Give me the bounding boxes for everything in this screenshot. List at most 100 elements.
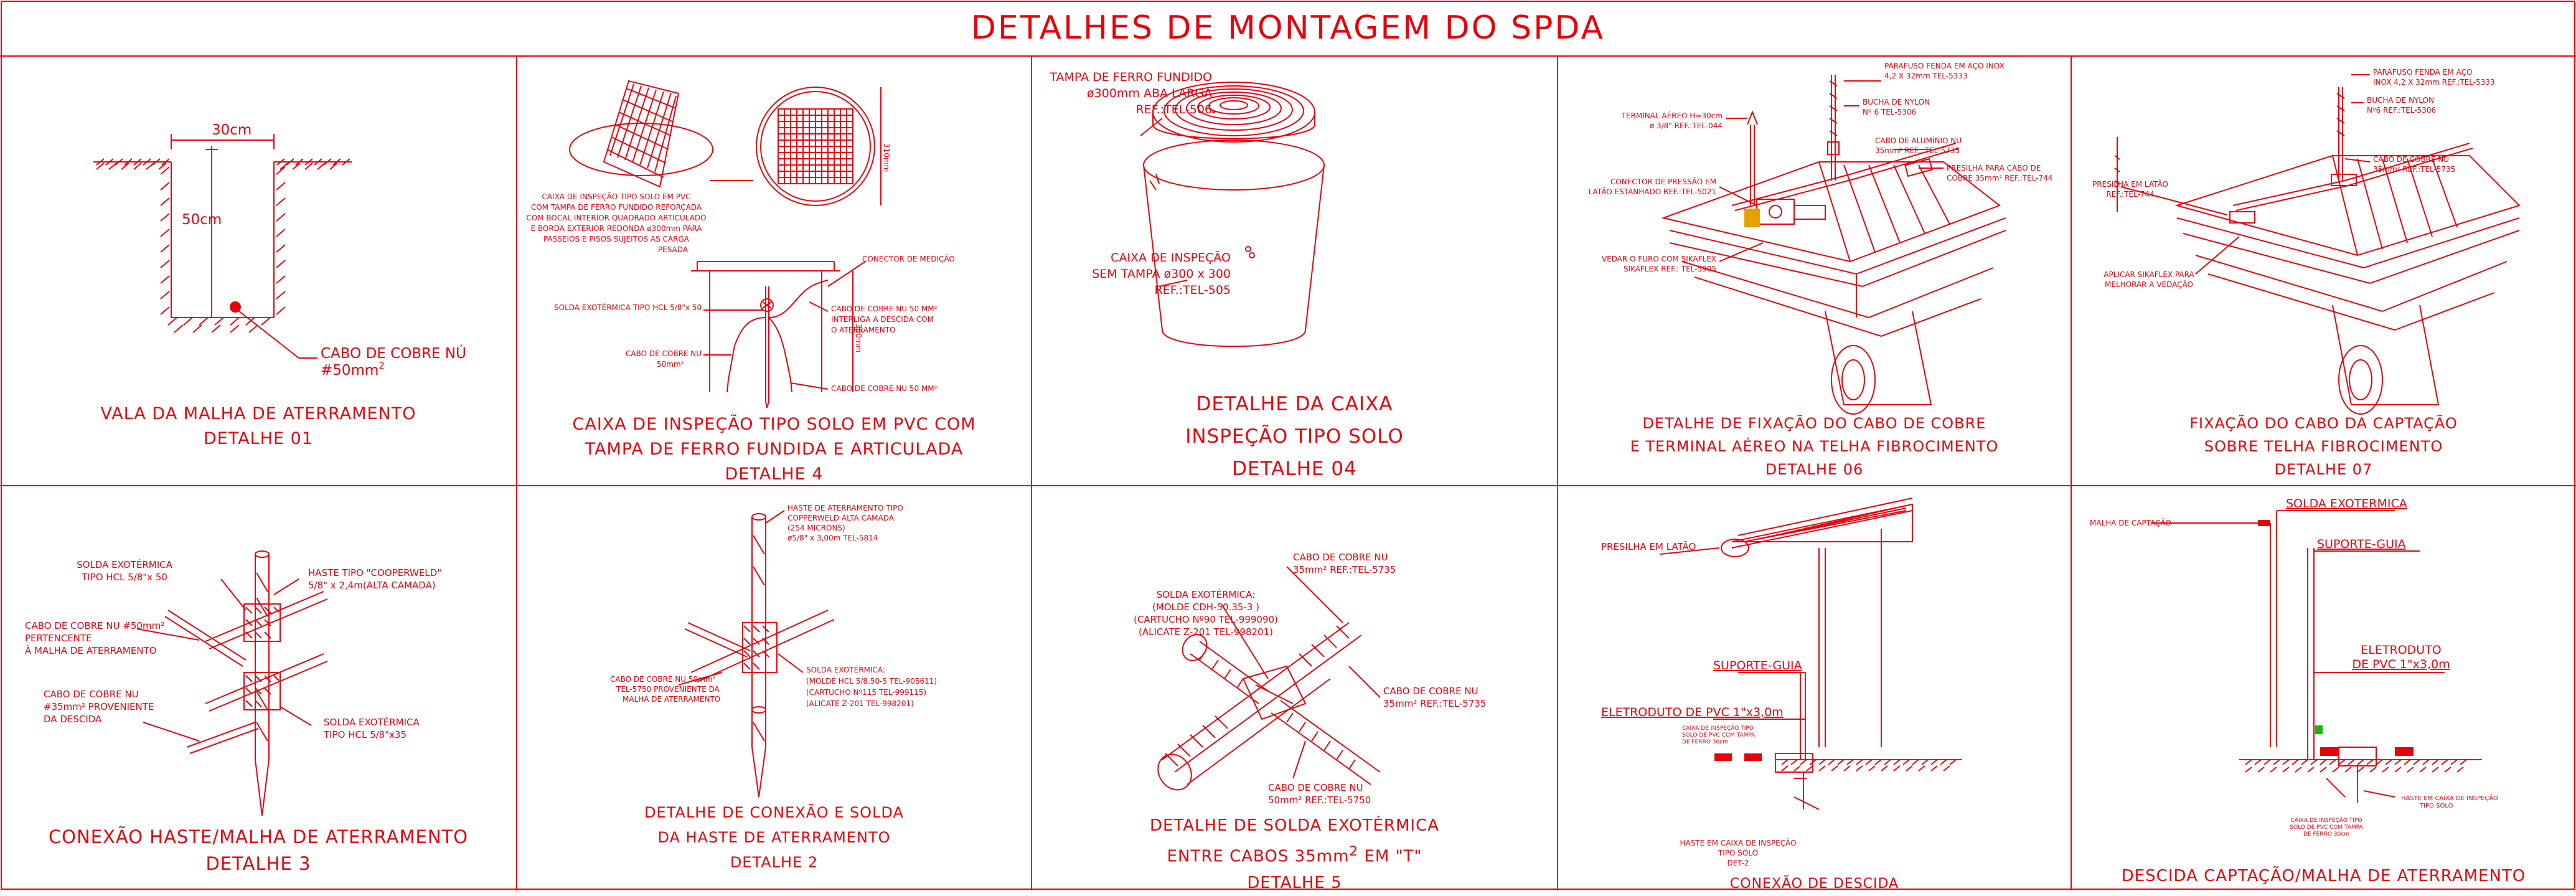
- caixa-small-line: SOLO DE PVC COM TAMPA: [2290, 824, 2363, 831]
- presilha-label-line: COBRE 35mm² REF.:TEL-744: [1947, 174, 2052, 182]
- cable-right-line: CABO DE COBRE NU 50 MM²: [831, 304, 938, 313]
- caixa-small-line: SOLO DE PVC COM TAMPA: [1682, 732, 1756, 738]
- mesh-cable-section: [2320, 747, 2339, 756]
- caption-line: DETALHE 07: [2274, 461, 2373, 478]
- panel-detalhe-4-caixa-pvc: 310mm 300mm CAIXA DE INSPEÇÃO TIPO SOLO …: [517, 56, 1032, 486]
- panel-detalhe-06: PARAFUSO FENDA EM AÇO INOX 4,2 X 32mm TE…: [1558, 56, 2071, 486]
- downconductor-drawing: PRESILHA EM LATÃO SUPORTE-GUIA ELETRODUT…: [1601, 486, 2071, 867]
- caption-line: INSPEÇÃO TIPO SOLO: [1185, 425, 1404, 448]
- roof-terminal-drawing: PARAFUSO FENDA EM AÇO INOX 4,2 X 32mm TE…: [1589, 62, 2052, 486]
- cable-left-line: 50mm²: [657, 360, 684, 369]
- haste-line: TIPO SOLO: [2419, 803, 2453, 809]
- suporte-label: SUPORTE-GUIA: [1713, 659, 1802, 672]
- terminal-label-line: ø 3/8" REF.:TEL-044: [1650, 121, 1723, 130]
- solda-label: SOLDA EXOTERMICA: [2286, 497, 2407, 511]
- caption-line: DETALHE 06: [1765, 461, 1864, 478]
- panel-conexao-descida: PRESILHA EM LATÃO SUPORTE-GUIA ELETRODUT…: [1558, 486, 2071, 892]
- haste-line: COPPERWELD ALTA CAMADA: [787, 514, 895, 522]
- eletroduto-line: DE PVC 1"x3,0m: [2352, 658, 2450, 671]
- caption-line: ENTRE CABOS 35mm2 EM "T": [1032, 839, 1558, 870]
- caption-detalhe-2: DETALHE DE CONEXÃO E SOLDA DA HASTE DE A…: [517, 800, 1032, 875]
- cabo-right-line: CABO DE COBRE NU: [1383, 686, 1478, 697]
- solda-line: (ALICATE Z-201 TEL-998201): [806, 699, 914, 708]
- solda-line: SOLDA EXOTÉRMICA:: [1157, 588, 1256, 600]
- conector-label-line: CONECTOR DE PRESSÃO EM: [1610, 177, 1716, 186]
- caption-line: SOBRE TELHA FIBROCIMENTO: [2204, 438, 2443, 455]
- cabo-top-line: 35mm² REF.:TEL-5735: [1293, 564, 1396, 575]
- cabo-descida-line: #35mm² PROVENIENTE: [44, 701, 154, 712]
- caption-line: DESCIDA CAPTAÇÃO/MALHA DE ATERRAMENTO: [2121, 867, 2526, 885]
- caption-text: EM "T": [1358, 847, 1422, 866]
- caption-line: DETALHE DE SOLDA EXOTÉRMICA: [1149, 816, 1440, 835]
- bucha-label-line: Nº 6 TEL-5306: [1863, 108, 1916, 116]
- conduit-end-marker: [2315, 725, 2323, 734]
- haste-line: (254 MICRONS): [787, 524, 845, 532]
- caption-line: CONEXÃO HASTE/MALHA DE ATERRAMENTO: [48, 826, 469, 847]
- presilha-label-line: REF.:TEL-744: [2106, 190, 2154, 199]
- vedar-label-line: SIKAFLEX REF.: TEL-5905: [1624, 265, 1716, 273]
- cabo-line: MALHA DE ATERRAMENTO: [623, 695, 720, 704]
- mesh-cable-section: [1714, 753, 1732, 761]
- cable-left-line: CABO DE COBRE NU: [626, 349, 702, 358]
- caption-line: CAIXA DE INSPEÇÃO TIPO SOLO EM PVC COM: [572, 415, 976, 434]
- lid-grid: [607, 84, 676, 177]
- caption-superscript: 2: [1349, 844, 1359, 859]
- haste-line: 5/8" x 2,4m(ALTA CAMADA): [308, 580, 436, 591]
- screw-label-line: 4,2 X 32mm TEL-5333: [1884, 72, 1968, 80]
- caption-line: FIXAÇÃO DO CABO DA CAPTAÇÃO: [2189, 415, 2458, 432]
- capture-mesh-section: [2258, 520, 2270, 526]
- lid-label-line: ø300mm ABA LARGA: [1087, 87, 1212, 100]
- caption-detalhe-5: DETALHE DE SOLDA EXOTÉRMICA ENTRE CABOS …: [1032, 813, 1558, 896]
- cable-bottom-label: CABO DE COBRE NU 50 MM²: [831, 384, 938, 393]
- cabo-label-line: 35mm² REF.:TEL-5735: [2373, 165, 2455, 174]
- haste-line: HASTE EM CAIXA DE INSPEÇÃO: [2401, 794, 2498, 802]
- caption-detalhe-01: VALA DA MALHA DE ATERRAMENTO DETALHE 01: [0, 402, 517, 451]
- cabo-label-line: CABO DE ALUMÍNIO NU: [1875, 136, 1962, 145]
- screw-label-line: PARAFUSO FENDA EM AÇO: [2373, 68, 2472, 77]
- screw-label-line: PARAFUSO FENDA EM AÇO INOX: [1884, 62, 2005, 70]
- cabo-malha-line: À MALHA DE ATERRAMENTO: [25, 644, 157, 656]
- sikaflex-marker: [1744, 209, 1760, 227]
- box-desc-line: COM BOCAL INTERIOR QUADRADO ARTICULADO: [526, 214, 706, 222]
- caption-line: TAMPA DE FERRO FUNDIDA E ARTICULADA: [585, 440, 964, 459]
- vedar-label-line: VEDAR O FURO COM SIKAFLEX: [1602, 255, 1716, 263]
- box-desc-line: PASSEIOS E PISOS SUJEITOS AS CARGA: [543, 235, 690, 243]
- sika-label-line: MELHORAR A VEDAÇÃO: [2105, 280, 2193, 289]
- solda-bottom-line: SOLDA EXOTÉRMICA: [324, 716, 420, 728]
- cabo-malha-line: PERTENCENTE: [25, 633, 92, 644]
- box-description: CAIXA DE INSPEÇÃO TIPO SOLO EM PVC COM T…: [526, 192, 706, 254]
- haste-line: HASTE TIPO "COOPERWELD": [308, 567, 441, 578]
- dim-lid-label: 310mm: [882, 143, 891, 172]
- bucha-label-line: Nº6 REF.:TEL-5306: [2367, 106, 2436, 115]
- panel-detalhe-3: SOLDA EXOTÉRMICA TIPO HCL 5/8"x 50 HASTE…: [0, 486, 517, 890]
- solda-top-line: SOLDA EXOTÉRMICA: [77, 559, 173, 570]
- cabo-line: TEL-5750 PROVENIENTE DA: [616, 685, 720, 694]
- box-label-line: REF.:TEL-505: [1154, 283, 1231, 297]
- inspection-box-drawing: TAMPA DE FERRO FUNDIDO ø300mm ABA LARGA …: [1049, 70, 1558, 486]
- caption-line: E TERMINAL AÉREO NA TELHA FIBROCIMENTO: [1630, 438, 1999, 455]
- caption-detalhe-4-caixa: CAIXA DE INSPEÇÃO TIPO SOLO EM PVC COM T…: [517, 412, 1032, 487]
- presilha-label-line: PRESILHA EM LATÃO: [2092, 179, 2168, 189]
- caption-line: DETALHE 01: [203, 429, 314, 448]
- caption-line: VALA DA MALHA DE ATERRAMENTO: [100, 404, 416, 423]
- cabo-top-line: CABO DE COBRE NU: [1293, 552, 1388, 563]
- dim-width-label: 30cm: [212, 122, 251, 138]
- cabo-bottom-line: CABO DE COBRE NU: [1268, 782, 1363, 793]
- caption-line: DETALHE 4: [725, 465, 824, 484]
- cable-right-line: O ATERRAMENTO: [831, 326, 896, 334]
- cabo-right-line: 35mm² REF.:TEL-5735: [1383, 698, 1486, 709]
- cable-cross-section: [230, 301, 241, 313]
- caption-line: DETALHE DE FIXAÇÃO DO CABO DE COBRE: [1642, 415, 1986, 432]
- cable-label-line2: #50mm2: [321, 360, 385, 379]
- pvc-box-drawing: 310mm 300mm CAIXA DE INSPEÇÃO TIPO SOLO …: [526, 56, 955, 486]
- haste-line: HASTE DE ATERRAMENTO TIPO: [787, 504, 903, 512]
- box-desc-line: E BORDA EXTERIOR REDONDA ø300mm PARA: [530, 224, 702, 233]
- sika-label-line: APLICAR SIKAFLEX PARA: [2104, 270, 2194, 279]
- solda-line: SOLDA EXOTÉRMICA:: [806, 665, 885, 674]
- caption-line: DETALHE 04: [1232, 458, 1357, 480]
- connector-label: CONECTOR DE MEDIÇÃO: [862, 254, 955, 263]
- presilha-label: PRESILHA EM LATÃO: [1601, 540, 1696, 552]
- panel-detalhe-01: 30cm 50cm CABO DE COBRE NÚ #50mm2 VALA D…: [0, 56, 517, 486]
